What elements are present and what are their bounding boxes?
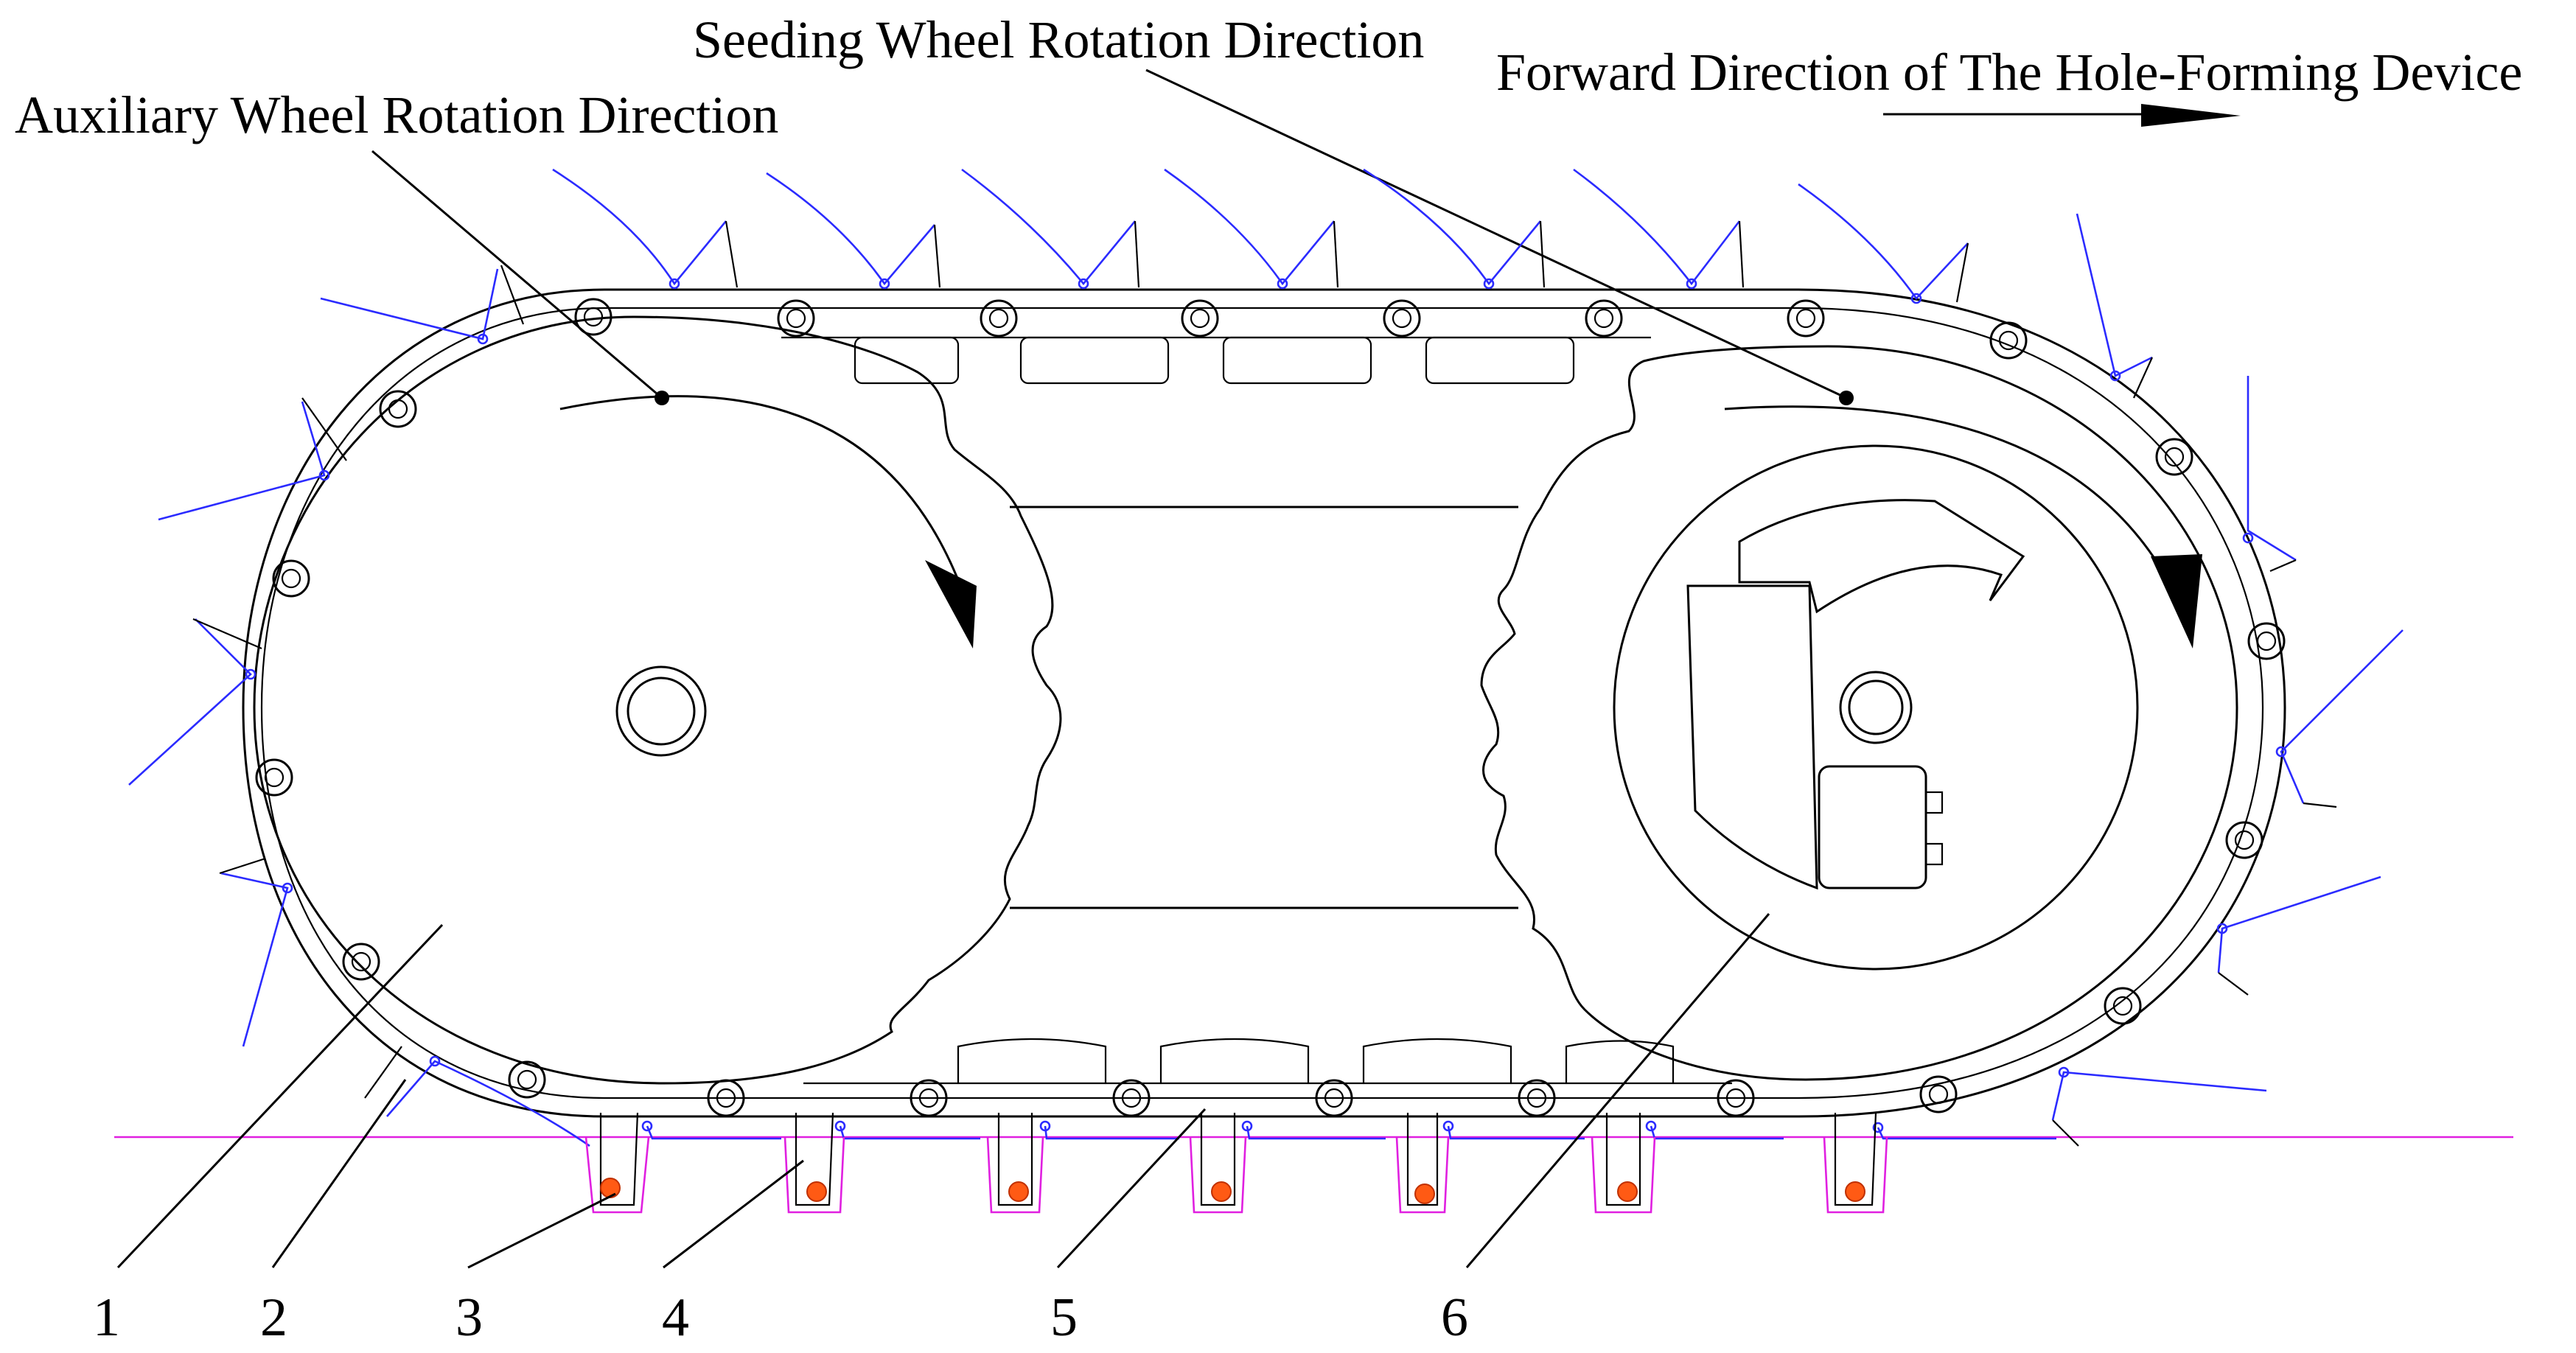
middle-frame — [1010, 506, 1518, 909]
seeding-wheel — [1480, 345, 2238, 1081]
soil-holes — [584, 1136, 1888, 1214]
spike-shafts — [192, 220, 2337, 1147]
track-belt-outer — [242, 288, 2286, 1118]
forward-direction-arrow — [1883, 104, 2241, 127]
part-number-3: 3 — [455, 1287, 483, 1348]
track-pins — [255, 298, 2286, 1117]
auxiliary-wheel-rotation-label: Auxiliary Wheel Rotation Direction — [15, 85, 778, 144]
part-number-4: 4 — [662, 1287, 689, 1348]
auxiliary-wheel — [253, 315, 1062, 1085]
spike-tines — [128, 168, 2404, 1147]
seeding-label-leader — [1145, 69, 1847, 399]
bottom-link-bars — [803, 1038, 1732, 1085]
part-number-5: 5 — [1050, 1287, 1078, 1348]
seeding-wheel-rotation-label: Seeding Wheel Rotation Direction — [693, 10, 1424, 69]
auxiliary-label-leader — [371, 150, 663, 399]
spike-hinge-dots — [245, 278, 2287, 1133]
part-number-1: 1 — [93, 1287, 120, 1348]
seeds — [600, 1178, 1865, 1204]
part-leaders — [116, 913, 1770, 1269]
part-number-6: 6 — [1441, 1287, 1468, 1348]
dibbers — [599, 1112, 1877, 1206]
top-link-bars — [781, 336, 1651, 385]
forward-direction-label: Forward Direction of The Hole-Forming De… — [1496, 43, 2522, 102]
part-number-2: 2 — [260, 1287, 287, 1348]
